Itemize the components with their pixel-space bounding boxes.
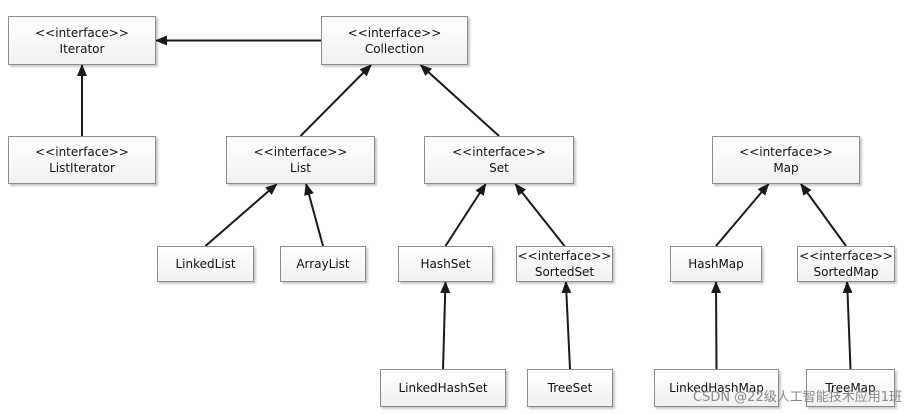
node-name: Collection xyxy=(364,41,425,56)
node-name: TreeMap xyxy=(825,381,876,395)
edge-hashset-to-set xyxy=(444,183,487,247)
node-stereotype: <<interface>> xyxy=(253,145,348,159)
node-iterator: <<interface>>Iterator xyxy=(8,16,156,65)
edge-set-to-collection xyxy=(419,64,500,137)
node-sortedmap: <<interface>> SortedMap xyxy=(797,246,895,282)
node-stereotype: <<interface>> xyxy=(739,145,833,159)
node-stereotype: <<interface>> xyxy=(347,25,442,40)
edge-linkedhashset-to-hashset xyxy=(440,281,451,370)
node-name: SortedSet xyxy=(534,265,595,279)
node-name: ArrayList xyxy=(296,257,350,271)
edge-arraylist-to-list xyxy=(304,183,324,247)
node-stereotype: <<interface>> xyxy=(35,25,129,40)
node-name: LinkedHashSet xyxy=(398,381,488,395)
edge-linkedlist-to-list xyxy=(204,183,278,247)
node-arraylist: ArrayList xyxy=(280,246,366,282)
node-stereotype: <<interface>> xyxy=(35,145,129,159)
node-linkedlist: LinkedList xyxy=(157,246,254,282)
edge-sortedmap-to-map xyxy=(800,183,847,247)
node-name: SortedMap xyxy=(813,265,879,279)
node-list: <<interface>> List xyxy=(226,136,375,184)
node-stereotype: <<interface>> xyxy=(517,249,612,263)
node-name: Map xyxy=(773,161,799,175)
node-hashmap: HashMap xyxy=(670,246,762,282)
watermark-text: CSDN @22级人工智能技术应用1班 xyxy=(692,390,902,405)
node-linkedhashset: LinkedHashSet xyxy=(380,369,506,407)
node-collection: <<interface>>Collection xyxy=(321,16,468,65)
node-map: <<interface>> Map xyxy=(712,136,860,184)
node-listiterator: <<interface>> ListIterator xyxy=(8,136,156,184)
edge-hashmap-to-map xyxy=(715,183,770,247)
node-name: HashSet xyxy=(420,257,471,271)
node-sortedset: <<interface>> SortedSet xyxy=(516,246,613,282)
node-name: LinkedHashMap xyxy=(669,381,764,395)
node-linkedhashmap: LinkedHashMap xyxy=(654,369,779,407)
node-treeset: TreeSet xyxy=(527,369,613,407)
node-name: Iterator xyxy=(59,41,105,56)
node-treemap: TreeMap xyxy=(806,369,895,407)
node-name: LinkedList xyxy=(175,257,236,271)
node-name: List xyxy=(290,161,311,175)
node-stereotype: <<interface>> xyxy=(452,145,546,159)
edge-list-to-collection xyxy=(299,64,372,137)
edge-treeset-to-sortedset xyxy=(561,281,572,370)
edge-linkedhashmap-to-hashmap xyxy=(711,281,722,370)
node-name: HashMap xyxy=(688,257,744,271)
node-name: Set xyxy=(489,161,509,175)
edge-sortedset-to-set xyxy=(514,183,566,247)
node-name: ListIterator xyxy=(49,161,115,175)
node-stereotype: <<interface>> xyxy=(799,249,893,263)
edge-treemap-to-sortedmap xyxy=(842,281,853,370)
node-set: <<interface>> Set xyxy=(424,136,574,184)
node-hashset: HashSet xyxy=(398,246,493,282)
node-name: TreeSet xyxy=(547,381,593,395)
